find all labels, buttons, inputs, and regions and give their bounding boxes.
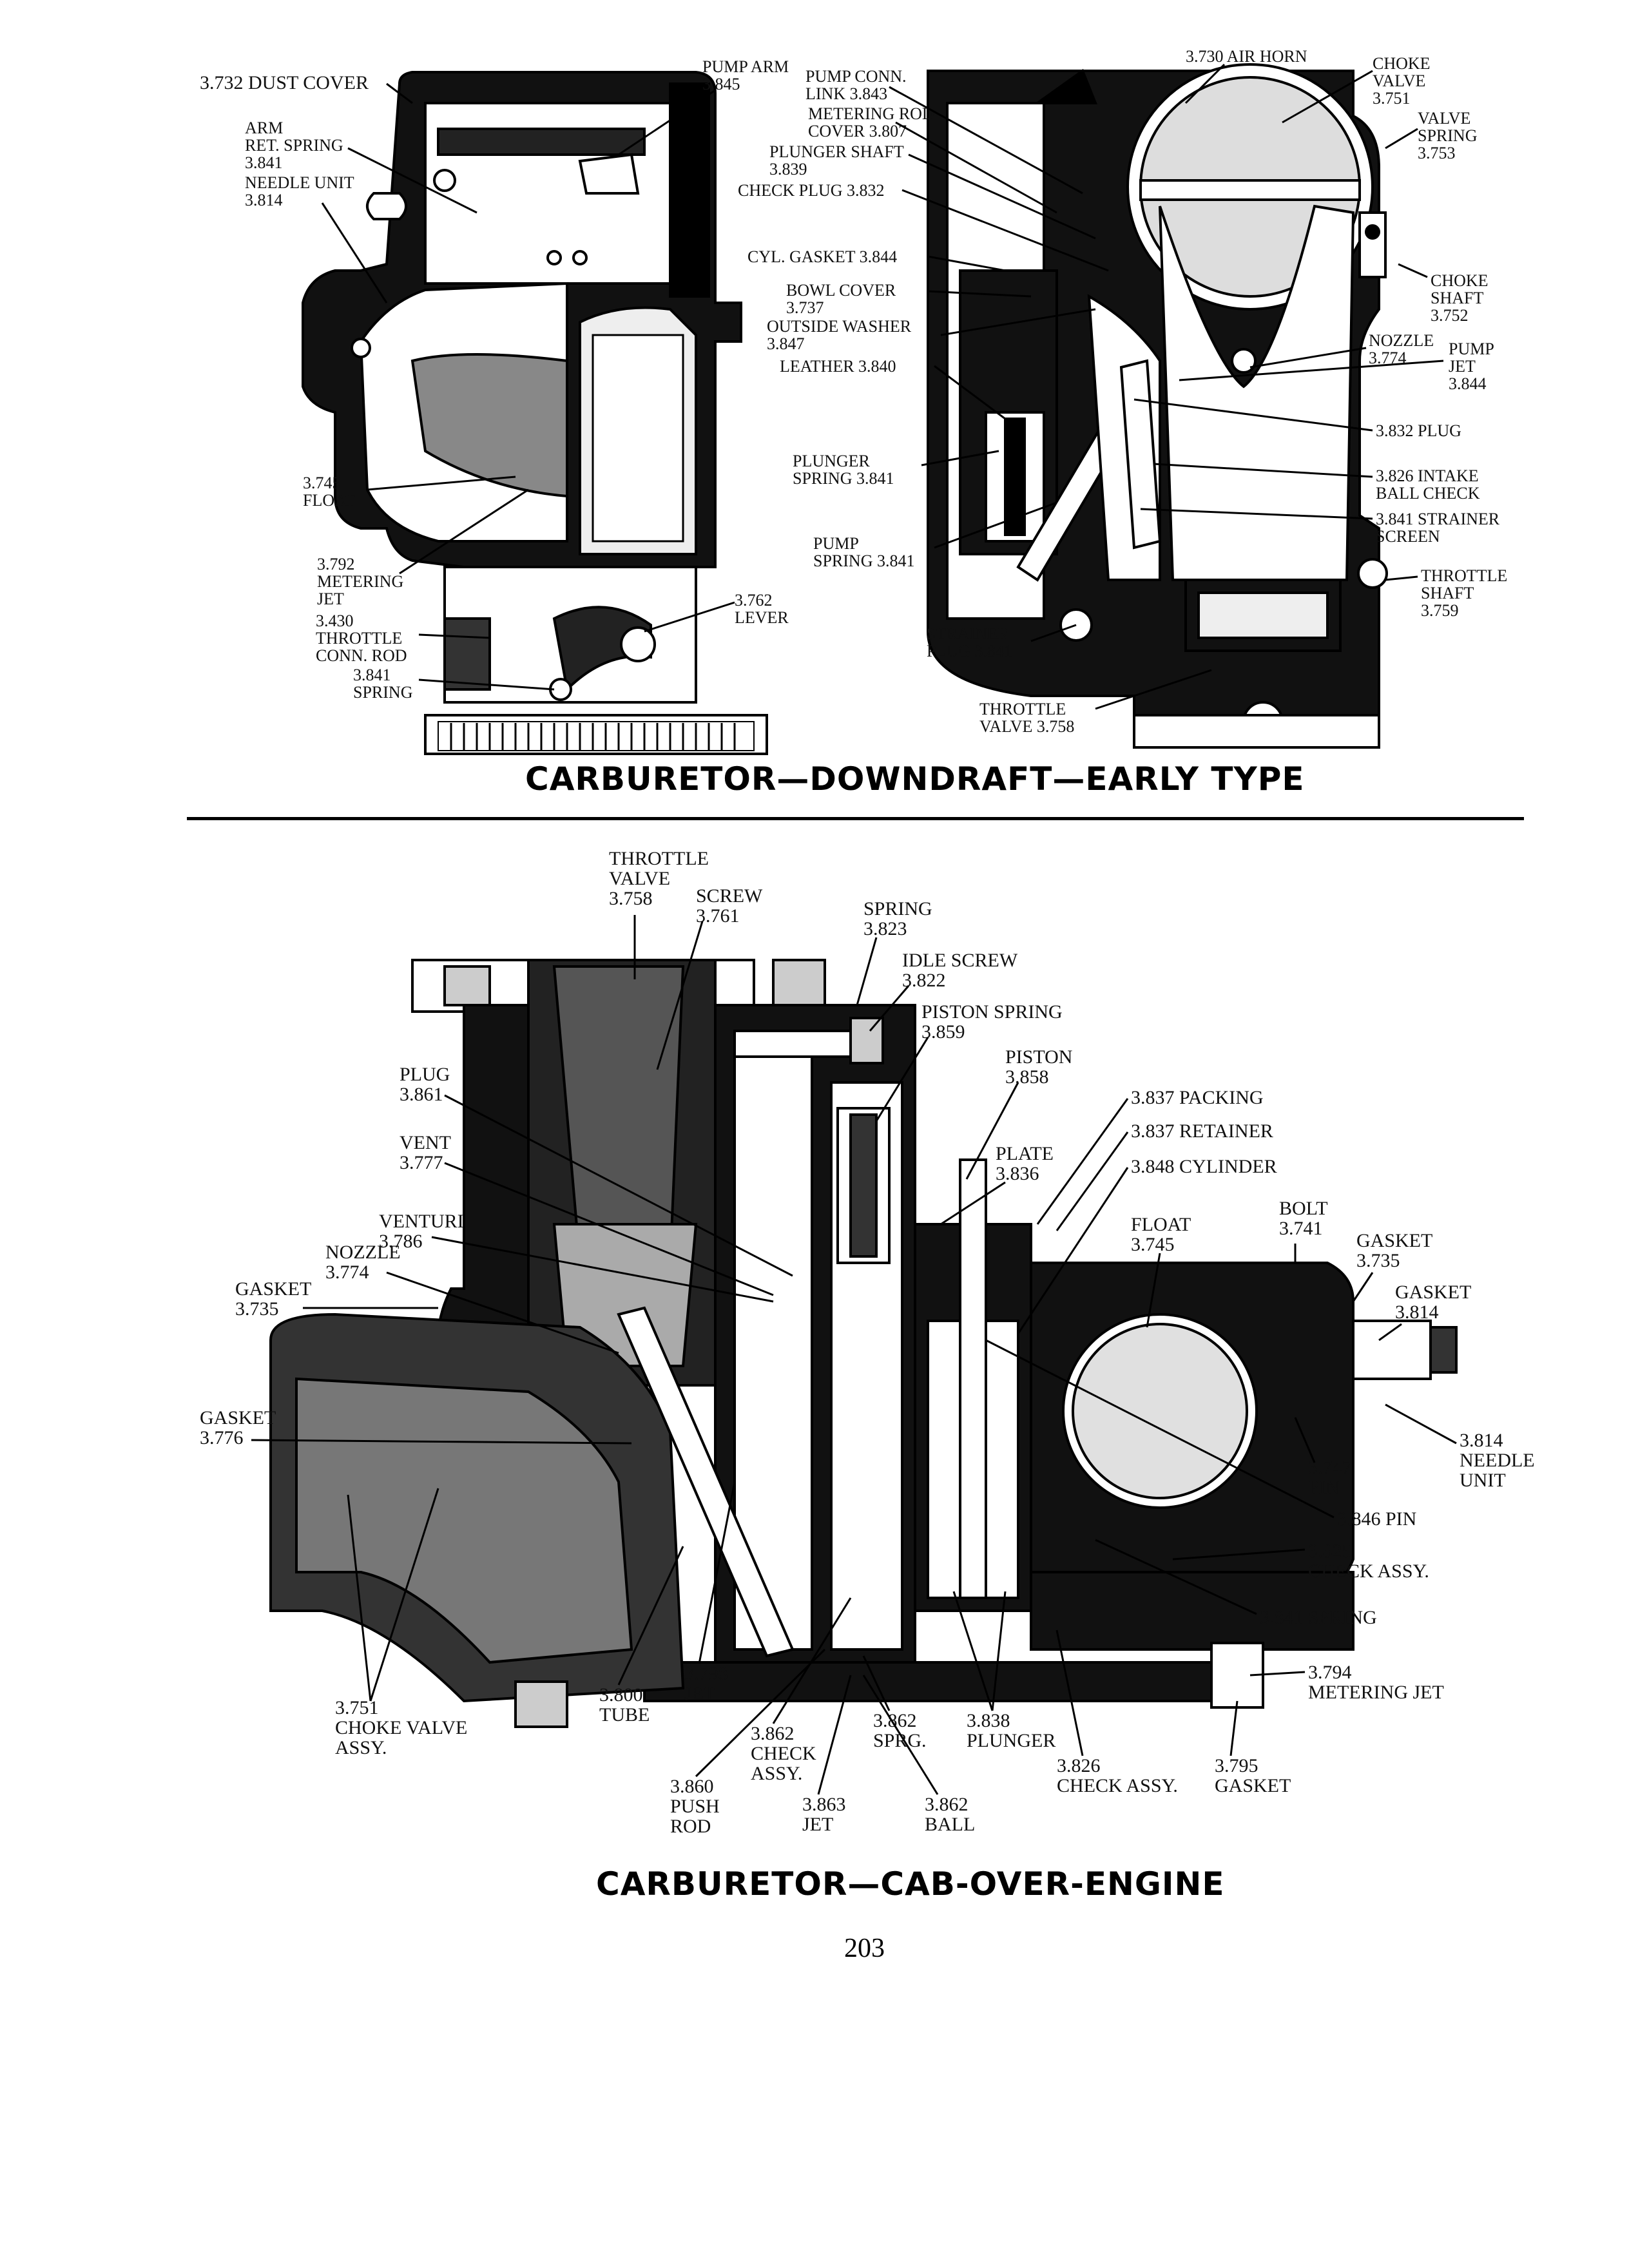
top-caption: CARBURETOR—DOWNDRAFT—EARLY TYPE <box>525 760 1305 798</box>
label-choke-shaft: CHOKE SHAFT 3.752 <box>1431 271 1489 325</box>
label-needle-unit-bottom: 3.814 NEEDLE UNIT <box>1460 1430 1535 1491</box>
downdraft-carburetor-illustration <box>302 63 1388 755</box>
label-pump-conn-link: PUMP CONN. LINK 3.843 <box>805 67 907 103</box>
label-plate: PLATE 3.836 <box>996 1143 1054 1184</box>
label-ball-3862: 3.862 BALL <box>925 1794 976 1835</box>
page-number: 203 <box>844 1934 885 1963</box>
label-check-assy-3826: 3.826 CHECK ASSY. <box>1057 1755 1178 1796</box>
label-valve-spring: VALVE SPRING 3.753 <box>1418 109 1478 162</box>
label-metering-jet-top: 3.792 METERING JET <box>317 555 404 608</box>
label-plunger-3838: 3.838 PLUNGER <box>967 1710 1056 1751</box>
downdraft-left-cutaway <box>302 71 768 755</box>
label-pin-3846: 3.846 PIN <box>1337 1508 1417 1530</box>
label-gasket-3814: GASKET 3.814 <box>1395 1282 1472 1323</box>
label-retainer: 3.837 RETAINER <box>1131 1120 1273 1142</box>
label-plunger-spring: PLUNGER SPRING 3.841 <box>793 452 894 488</box>
label-gasket-3735-right: GASKET 3.735 <box>1356 1230 1433 1271</box>
label-strainer-plug: STRAINER PLUG 3.841 <box>927 624 1012 660</box>
label-lever: 3.762 LEVER <box>735 591 789 627</box>
label-strainer-screen: 3.841 STRAINER SCREEN <box>1376 510 1500 546</box>
label-choke-valve-assy: 3.751 CHOKE VALVE ASSY. <box>335 1697 468 1758</box>
label-gasket-3735-left: GASKET 3.735 <box>235 1278 312 1320</box>
label-pump-jet: PUMP JET 3.844 <box>1449 340 1494 393</box>
label-piston: PISTON 3.858 <box>1005 1046 1073 1088</box>
label-tube: 3.800 TUBE <box>599 1684 650 1725</box>
label-check-assy-3862: 3.862 CHECK ASSY. <box>751 1723 816 1784</box>
label-bowl-cover: BOWL COVER 3.737 <box>786 281 896 317</box>
label-metering-jet-bottom: 3.794 METERING JET <box>1308 1662 1444 1703</box>
label-gasket-3776: GASKET 3.776 <box>200 1407 276 1448</box>
label-leather: LEATHER 3.840 <box>780 357 896 376</box>
label-nozzle-bottom: NOZZLE 3.774 <box>325 1242 401 1283</box>
label-float-bottom: FLOAT 3.745 <box>1131 1214 1191 1255</box>
label-pin-3747: 3.747 PIN <box>1308 1457 1352 1498</box>
label-pump-spring: PUMP SPRING 3.841 <box>813 534 915 570</box>
label-cyl-gasket: CYL. GASKET 3.844 <box>747 247 898 266</box>
label-jet-3798: 3.798 JET <box>684 1663 728 1704</box>
label-spring-3841: 3.841 SPRING <box>1260 1607 1377 1628</box>
label-jet-3863: 3.863 JET <box>802 1794 846 1835</box>
label-nozzle-top: NOZZLE 3.774 <box>1369 331 1434 367</box>
label-throttle-valve-top: THROTTLE VALVE 3.758 <box>979 700 1075 736</box>
label-bolt: BOLT 3.741 <box>1279 1198 1328 1239</box>
label-float-top: 3.745 FLOAT <box>303 474 355 510</box>
label-choke-valve: CHOKE VALVE 3.751 <box>1373 54 1431 108</box>
label-pump-arm: PUMP ARM 3.845 <box>702 57 789 93</box>
bottom-leader-lines <box>251 915 1457 1795</box>
label-screw: SCREW 3.761 <box>696 885 763 927</box>
label-plug-3861: PLUG 3.861 <box>400 1064 450 1105</box>
label-gasket-3795: 3.795 GASKET <box>1215 1755 1291 1796</box>
label-check-assy-3825: 3.825 CHECK ASSY. <box>1308 1541 1429 1582</box>
label-throttle-conn-rod: 3.430 THROTTLE CONN. ROD <box>316 611 407 665</box>
cab-over-cutaway <box>269 959 1458 1728</box>
label-push-rod: 3.860 PUSH ROD <box>670 1776 720 1837</box>
label-needle-unit: NEEDLE UNIT 3.814 <box>245 173 354 209</box>
label-idle-screw: IDLE SCREW 3.822 <box>902 950 1018 991</box>
label-spring-top: 3.841 SPRING <box>353 666 413 702</box>
section-divider <box>187 817 1524 820</box>
label-packing: 3.837 PACKING <box>1131 1087 1264 1108</box>
downdraft-right-cutaway <box>927 63 1388 749</box>
cab-over-engine-carburetor-illustration <box>269 959 1458 1728</box>
label-plug-3832: 3.832 PLUG <box>1376 421 1461 440</box>
label-arm-ret-spring: ARM RET. SPRING 3.841 <box>245 119 343 172</box>
label-air-horn: 3.730 AIR HORN <box>1186 47 1307 66</box>
label-plunger-shaft: PLUNGER SHAFT 3.839 <box>769 142 904 178</box>
label-throttle-valve-bottom: THROTTLE VALVE 3.758 <box>609 848 709 909</box>
label-dust-cover: 3.732 DUST COVER <box>200 72 369 93</box>
label-throttle-shaft: THROTTLE SHAFT 3.759 <box>1421 566 1508 620</box>
label-piston-spring: PISTON SPRING 3.859 <box>921 1001 1063 1043</box>
label-intake-ball-check: 3.826 INTAKE BALL CHECK <box>1376 466 1480 503</box>
label-cylinder: 3.848 CYLINDER <box>1131 1156 1277 1177</box>
label-venturi: VENTURI 3.786 <box>379 1211 464 1252</box>
top-leader-lines <box>321 63 1444 710</box>
bottom-caption: CARBURETOR—CAB-OVER-ENGINE <box>596 1865 1225 1903</box>
label-vent: VENT 3.777 <box>400 1132 451 1173</box>
label-spring-3823: SPRING 3.823 <box>863 898 932 939</box>
label-check-plug: CHECK PLUG 3.832 <box>738 181 885 200</box>
label-outside-washer: OUTSIDE WASHER 3.847 <box>767 317 912 353</box>
